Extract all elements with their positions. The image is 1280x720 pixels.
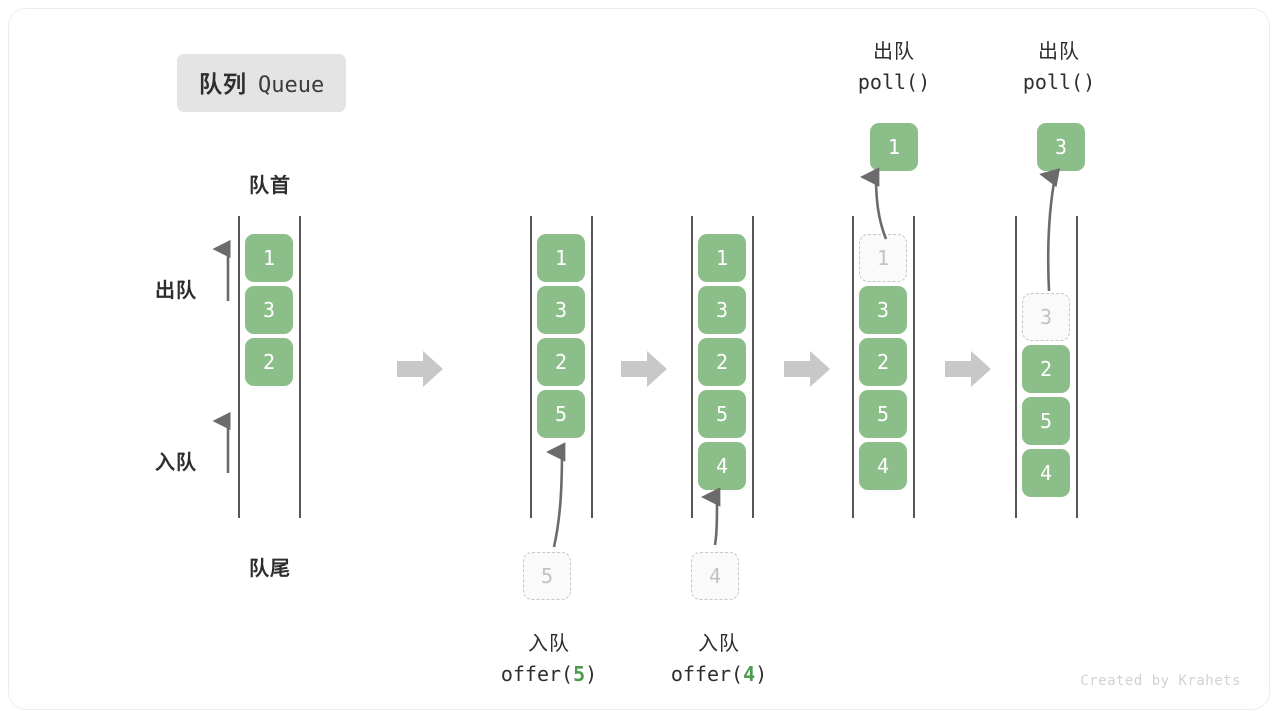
caption-code-prefix: poll(: [1022, 70, 1084, 94]
stage-5-caption: 出队 poll(): [964, 37, 1154, 97]
caption-code: poll(): [799, 67, 989, 97]
caption-cn: 出队: [1038, 41, 1080, 63]
queue-cell: 1: [698, 234, 746, 282]
queue-cell: 2: [1022, 345, 1070, 393]
stage-4-caption: 出队 poll(): [799, 37, 989, 97]
caption-code: offer(5): [449, 659, 649, 689]
queue-cell: 2: [537, 338, 585, 386]
caption-cn: 出队: [873, 41, 915, 63]
queue-cell: 5: [698, 390, 746, 438]
stage-transition-arrow-icon: [621, 351, 667, 387]
incoming-ghost-cell: 4: [691, 552, 739, 600]
enqueue-direction-label: 入队: [155, 452, 197, 474]
queue-cell: 3: [698, 286, 746, 334]
diagram-title-cn: 队列: [199, 71, 247, 97]
queue-cell: 5: [859, 390, 907, 438]
queue-cell: 3: [859, 286, 907, 334]
queue-front-label: 队首: [249, 175, 291, 197]
rail-left: [852, 216, 854, 518]
diagram-card: 队列 Queue 队首 出队 入队 队尾 1 3 2 1 3 2 5: [8, 8, 1270, 710]
dequeue-direction-label: 出队: [155, 280, 197, 302]
diagram-title-en: Queue: [258, 73, 325, 98]
caption-code-prefix: offer(: [670, 662, 744, 686]
rail-left: [691, 216, 693, 518]
rail-left: [530, 216, 532, 518]
stage-transition-arrow-icon: [784, 351, 830, 387]
caption-code: poll(): [964, 67, 1154, 97]
enqueue-flow-arrow-icon: [700, 487, 721, 546]
caption-code-arg: 5: [573, 662, 586, 686]
enqueue-flow-arrow-icon: [545, 442, 566, 548]
dequeue-result-cell: 1: [870, 123, 918, 171]
caption-code: offer(4): [619, 659, 819, 689]
caption-cn: 入队: [698, 633, 740, 655]
stage-transition-arrow-icon: [397, 351, 443, 387]
queue-cell: 5: [1022, 397, 1070, 445]
caption-code-prefix: offer(: [500, 662, 574, 686]
caption-cn: 入队: [528, 633, 570, 655]
queue-cell: 4: [1022, 449, 1070, 497]
rail-right: [752, 216, 754, 518]
caption-code-suffix: ): [918, 70, 931, 94]
credit-text: Created by Krahets: [1080, 673, 1241, 689]
queue-cell: 5: [537, 390, 585, 438]
rail-right: [1076, 216, 1078, 518]
rail-left: [1015, 216, 1017, 518]
caption-code-arg: 4: [743, 662, 756, 686]
enqueue-direction-arrow-icon: [212, 411, 231, 473]
rail-right: [591, 216, 593, 518]
queue-cell: 4: [698, 442, 746, 490]
dequeue-result-cell: 3: [1037, 123, 1085, 171]
caption-code-suffix: ): [1083, 70, 1096, 94]
queue-cell: 2: [698, 338, 746, 386]
dequeue-direction-arrow-icon: [212, 239, 231, 301]
diagram-title-badge: 队列 Queue: [177, 54, 347, 112]
queue-cell: 2: [859, 338, 907, 386]
queue-cell: 3: [537, 286, 585, 334]
rail-right: [299, 216, 301, 518]
rail-right: [913, 216, 915, 518]
queue-cell: 2: [245, 338, 293, 386]
stage-transition-arrow-icon: [945, 351, 991, 387]
dequeue-flow-arrow-icon: [1039, 168, 1061, 292]
stage-3-caption: 入队 offer(4): [619, 629, 819, 689]
stage-2-caption: 入队 offer(5): [449, 629, 649, 689]
caption-code-suffix: ): [585, 662, 598, 686]
dequeue-flow-arrow-icon: [859, 167, 888, 240]
incoming-ghost-cell: 5: [523, 552, 571, 600]
rail-left: [238, 216, 240, 518]
dequeued-ghost-cell: 3: [1022, 293, 1070, 341]
queue-cell: 1: [245, 234, 293, 282]
queue-rear-label: 队尾: [249, 558, 291, 580]
caption-code-suffix: ): [755, 662, 768, 686]
queue-cell: 1: [537, 234, 585, 282]
dequeued-ghost-cell: 1: [859, 234, 907, 282]
queue-cell: 3: [245, 286, 293, 334]
queue-cell: 4: [859, 442, 907, 490]
caption-code-prefix: poll(: [857, 70, 919, 94]
